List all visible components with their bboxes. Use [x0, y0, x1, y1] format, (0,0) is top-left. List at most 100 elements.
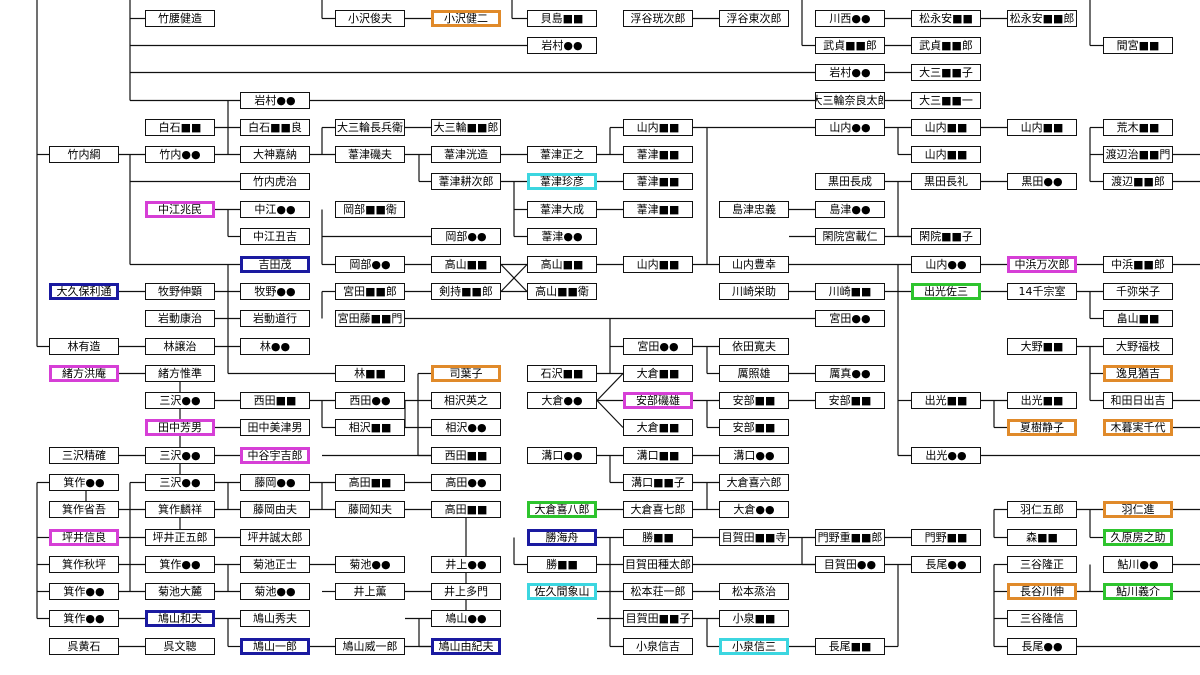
person-node: 宮田■■郎 [335, 283, 405, 300]
person-node: 高山■■衛 [527, 283, 597, 300]
person-node: 厲真●● [815, 365, 885, 382]
person-node: 呉文聰 [145, 638, 215, 655]
person-node: 大倉喜八郎 [527, 501, 597, 518]
person-node: 山内■■ [911, 119, 981, 136]
person-node: 剣持■■郎 [431, 283, 501, 300]
person-node: 中江●● [240, 201, 310, 218]
person-node: 安部磯雄 [623, 392, 693, 409]
person-node: 目賀田■■子 [623, 610, 693, 627]
person-node: 鳩山●● [431, 610, 501, 627]
person-node: 貝島■■ [527, 10, 597, 27]
person-node: 山内■■ [1007, 119, 1077, 136]
person-node: 大三■■一 [911, 92, 981, 109]
person-node: 閑院宮載仁 [815, 228, 885, 245]
connector-line [500, 264, 528, 292]
person-node: 箕作省吾 [49, 501, 119, 518]
person-node: 相沢■■ [335, 419, 405, 436]
person-node: 中江丑吉 [240, 228, 310, 245]
person-node: 大倉■■ [623, 419, 693, 436]
person-node: 菊池●● [335, 556, 405, 573]
person-node: 門野重■■郎 [815, 529, 885, 546]
person-node: 葦津正之 [527, 146, 597, 163]
person-node: 藤岡●● [240, 474, 310, 491]
person-node: 鮎川●● [1103, 556, 1173, 573]
person-node: 渡辺■■郎 [1103, 173, 1173, 190]
person-node: 大倉●● [719, 501, 789, 518]
person-node: 目賀田種太郎 [623, 556, 693, 573]
person-node: 宮田藤■■門 [335, 310, 405, 327]
person-node: 浮谷東次郎 [719, 10, 789, 27]
person-node: 閑院■■子 [911, 228, 981, 245]
person-node: 小沢健二 [431, 10, 501, 27]
person-node: 羽仁進 [1103, 501, 1173, 518]
person-node: 菊池正士 [240, 556, 310, 573]
person-node: 木暮実千代 [1103, 419, 1173, 436]
person-node: 箕作麟祥 [145, 501, 215, 518]
person-node: 箕作●● [49, 583, 119, 600]
person-node: 勝海舟 [527, 529, 597, 546]
person-node: 大三輪■■郎 [431, 119, 501, 136]
person-node: 依田寛夫 [719, 338, 789, 355]
person-node: 牧野伸顕 [145, 283, 215, 300]
person-node: 出光■■ [1007, 392, 1077, 409]
person-node: 竹内●● [145, 146, 215, 163]
person-node: 森■■ [1007, 529, 1077, 546]
person-node: 溝口●● [719, 447, 789, 464]
person-node: 岩村●● [815, 64, 885, 81]
person-node: 井上多門 [431, 583, 501, 600]
person-node: 三谷隆信 [1007, 610, 1077, 627]
person-node: 岩動道行 [240, 310, 310, 327]
person-node: 高田■■ [335, 474, 405, 491]
person-node: 大神嘉納 [240, 146, 310, 163]
person-node: 安部■■ [719, 419, 789, 436]
person-node: 岩村●● [527, 37, 597, 54]
person-node: 葦津珍彦 [527, 173, 597, 190]
person-node: 林●● [240, 338, 310, 355]
person-node: 厲照雄 [719, 365, 789, 382]
person-node: 安部■■ [815, 392, 885, 409]
person-node: 坪井信良 [49, 529, 119, 546]
person-node: 出光●● [911, 447, 981, 464]
person-node: 長尾■■ [815, 638, 885, 655]
person-node: 三沢●● [145, 392, 215, 409]
person-node: 西田●● [335, 392, 405, 409]
person-node: 川崎栄助 [719, 283, 789, 300]
person-node: 呉黄石 [49, 638, 119, 655]
person-node: 千弥栄子 [1103, 283, 1173, 300]
person-node: 溝口■■ [623, 447, 693, 464]
person-node: 藤岡由夫 [240, 501, 310, 518]
person-node: 宮田●● [815, 310, 885, 327]
person-node: 葦津耕次郎 [431, 173, 501, 190]
person-node: 葦津磯夫 [335, 146, 405, 163]
person-node: 山内■■ [623, 256, 693, 273]
person-node: 岡部■■衛 [335, 201, 405, 218]
person-node: 葦津洸造 [431, 146, 501, 163]
person-node: 中谷宇吉郎 [240, 447, 310, 464]
person-node: 目賀田■■寺 [719, 529, 789, 546]
person-node: 田中美津男 [240, 419, 310, 436]
person-node: 林■■ [335, 365, 405, 382]
person-node: 司葉子 [431, 365, 501, 382]
person-node: 相沢●● [431, 419, 501, 436]
person-node: 大三輪長兵衛 [335, 119, 405, 136]
person-node: 大野福枝 [1103, 338, 1173, 355]
person-node: 14千宗室 [1007, 283, 1077, 300]
person-node: 畠山■■ [1103, 310, 1173, 327]
person-node: 大久保利通 [49, 283, 119, 300]
person-node: 武貞■■郎 [911, 37, 981, 54]
person-node: 西田■■ [240, 392, 310, 409]
person-node: 葦津■■ [623, 146, 693, 163]
person-node: 緒方惟準 [145, 365, 215, 382]
person-node: 小泉■■ [719, 610, 789, 627]
person-node: 黒田●● [1007, 173, 1077, 190]
person-node: 勝■■ [623, 529, 693, 546]
person-node: 菊池大麓 [145, 583, 215, 600]
person-node: 鳩山秀夫 [240, 610, 310, 627]
person-node: 岡部●● [335, 256, 405, 273]
person-node: 高山■■ [431, 256, 501, 273]
person-node: 大倉●● [527, 392, 597, 409]
person-node: 三沢精確 [49, 447, 119, 464]
person-node: 門野■■ [911, 529, 981, 546]
person-node: 葦津●● [527, 228, 597, 245]
